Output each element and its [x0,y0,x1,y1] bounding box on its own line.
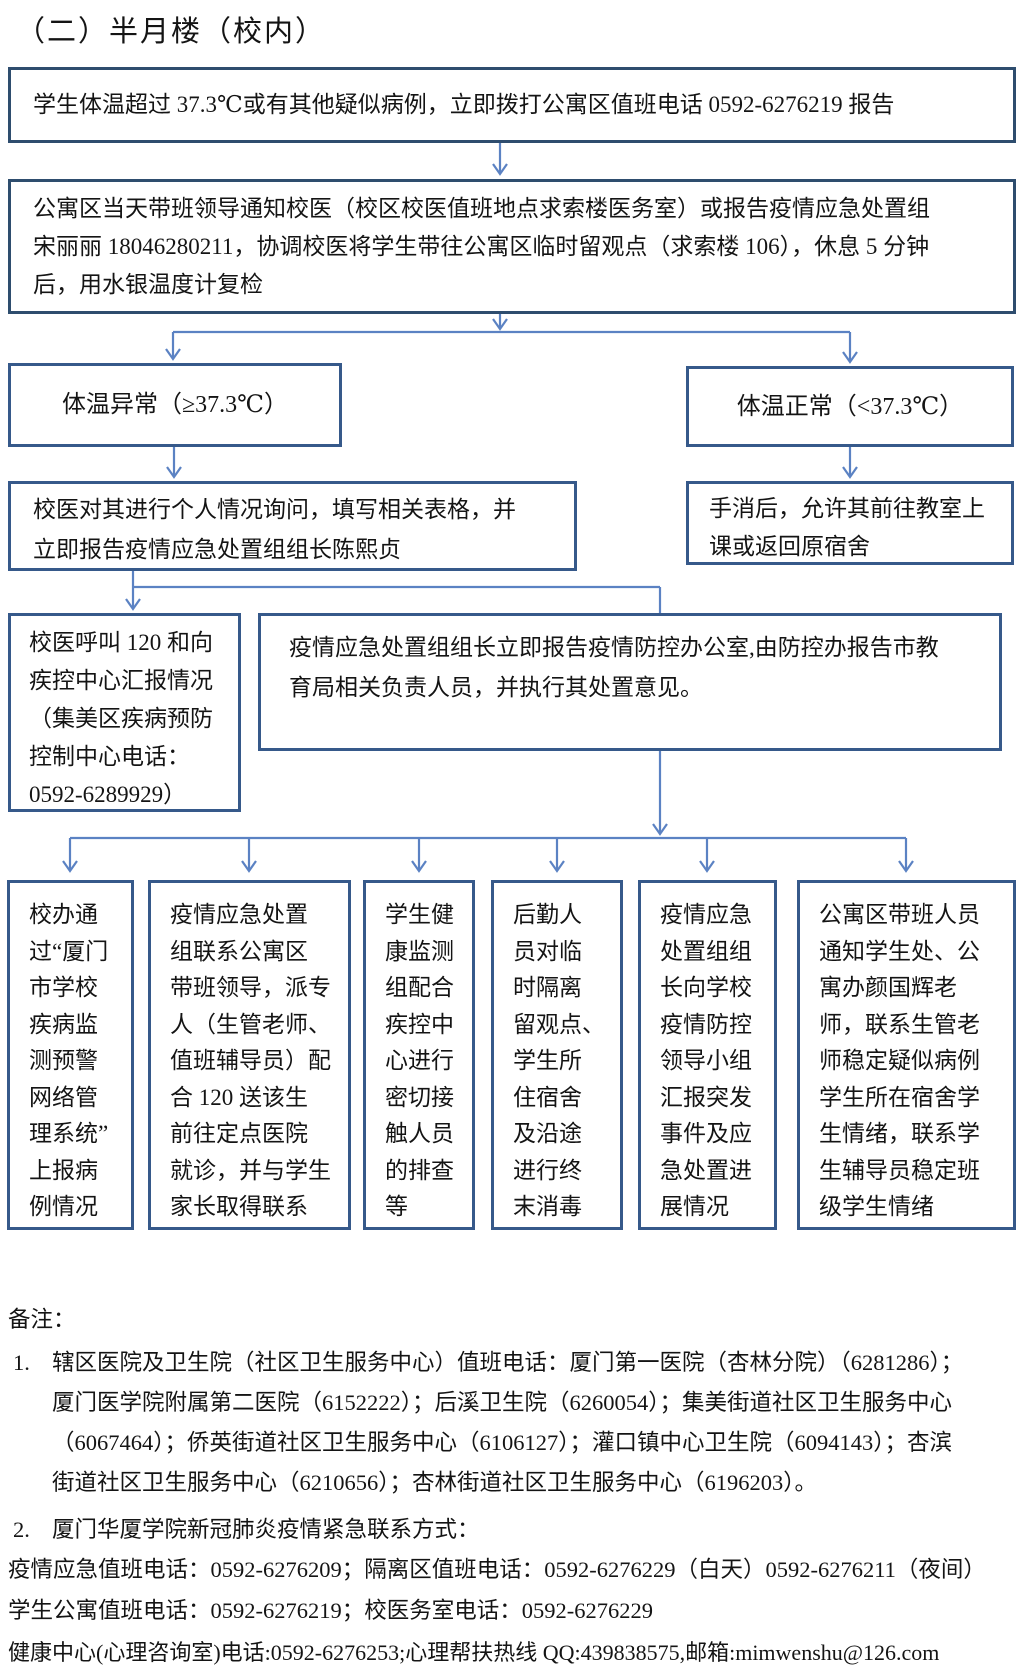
flow-box-report-hotline: 学生体温超过 37.3℃或有其他疑似病例，立即拨打公寓区值班电话 0592-62… [8,67,1016,143]
flow-box-network-report: 校办通 过“厦门 市学校 疾病监 测预警 网络管 理系统” 上报病 例情况 [7,880,134,1230]
flow-box-stabilize-students: 公寓区带班人员 通知学生处、公 寓办颜国辉老 师，联系生管老 师稳定疑似病例 学… [797,880,1016,1230]
flow-box-temp-abnormal: 体温异常（≥37.3℃） [8,363,342,447]
note-phone-line-dorm: 学生公寓值班电话：0592-6276219；校医务室电话：0592-627622… [8,1598,653,1623]
flow-box-doctor-inquiry: 校医对其进行个人情况询问，填写相关表格，并 立即报告疫情应急处置组组长陈熙贞 [8,481,577,571]
note-2-emergency-contacts: 厦门华厦学院新冠肺炎疫情紧急联系方式： [52,1517,480,1542]
flow-box-report-leadgroup: 疫情应急 处置组组 长向学校 疫情防控 领导小组 汇报突发 事件及应 急处置进 … [638,880,777,1230]
flow-box-temp-normal: 体温正常（<37.3℃） [686,366,1014,447]
flow-box-disinfection: 后勤人 员对临 时隔离 留观点、 学生所 住宿舍 及沿途 进行终 末消毒 [491,880,623,1230]
flow-box-notify-doctor: 公寓区当天带班领导通知校医（校区校医值班地点求索楼医务室）或报告疫情应急处置组 … [8,179,1016,314]
note-1-marker: 1. [13,1350,30,1375]
page-title: （二）半月楼（校内） [16,16,327,48]
note-phone-line-health-center: 健康中心(心理咨询室)电话:0592-6276253;心理帮扶热线 QQ:439… [8,1640,940,1665]
note-1-hospital-phones: 辖区医院及卫生院（社区卫生服务中心）值班电话：厦门第一医院（杏林分院）（6281… [52,1350,964,1495]
notes-heading: 备注： [8,1307,76,1332]
flow-box-report-office: 疫情应急处置组组长立即报告疫情防控办公室,由防控办报告市教 育局相关负责人员，并… [258,613,1002,751]
flow-box-call-120: 校医呼叫 120 和向 疾控中心汇报情况 （集美区疾病预防 控制中心电话： 05… [8,613,241,812]
note-2-marker: 2. [13,1517,30,1542]
flow-box-return-class: 手消后，允许其前往教室上 课或返回原宿舍 [686,481,1014,565]
flow-box-send-hospital: 疫情应急处置 组联系公寓区 带班领导，派专 人（生管老师、 值班辅导员）配 合 … [148,880,351,1230]
flow-box-health-monitor: 学生健 康监测 组配合 疾控中 心进行 密切接 触人员 的排查 等 [363,880,475,1230]
note-phone-line-emergency: 疫情应急值班电话：0592-6276209；隔离区值班电话：0592-62762… [8,1557,986,1582]
